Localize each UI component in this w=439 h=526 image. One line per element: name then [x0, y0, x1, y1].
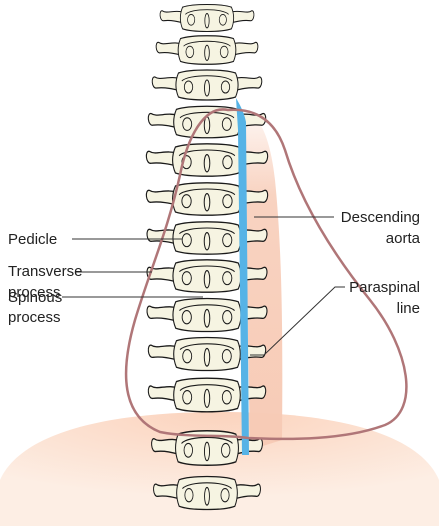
descending-aorta-label-line1: Descending — [341, 209, 420, 226]
paraspinal-line-label-line1: Paraspinal — [349, 279, 420, 296]
pedicle-label: Pedicle — [8, 231, 57, 248]
paraspinal-line-label-line2: line — [397, 300, 420, 317]
spinous-process-label-line2: process — [8, 309, 61, 326]
descending-aorta-label-line2: aorta — [386, 230, 421, 247]
transverse-process-label-line1: Transverse — [8, 263, 82, 280]
spinous-process-label-line1: Spinous — [8, 289, 62, 306]
